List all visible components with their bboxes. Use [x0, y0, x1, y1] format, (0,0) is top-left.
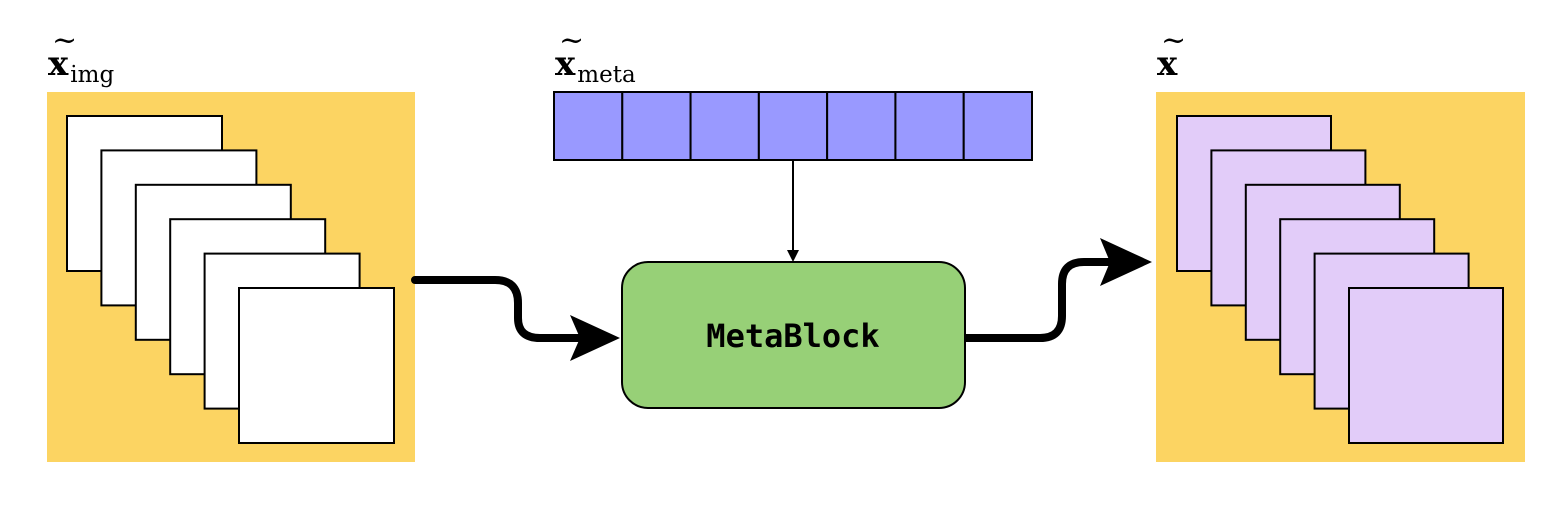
input-image-label: ximg: [48, 44, 114, 88]
output-label: x: [1157, 44, 1178, 84]
input-meta-group: xmeta ~: [553, 23, 1034, 161]
meta-cell-7: [962, 91, 1034, 161]
block-to-output-connector: [961, 258, 1116, 342]
metablock-box: [621, 261, 966, 409]
output-feature-map-6: [1348, 287, 1504, 444]
meta-cell-2: [621, 91, 692, 161]
input-meta-tilde: ~: [559, 23, 584, 58]
metablock: MetaBlock: [621, 261, 966, 409]
output-group: x ~: [1156, 23, 1525, 462]
input-meta-label: xmeta: [555, 44, 636, 88]
meta-cell-4: [757, 91, 829, 161]
input-to-block-connector: [411, 276, 586, 342]
input-image-tilde: ~: [52, 23, 77, 58]
meta-cell-6: [894, 91, 965, 161]
meta-vector: [553, 91, 1034, 161]
meta-cell-3: [689, 91, 760, 161]
input-feature-map-6: [238, 287, 395, 444]
input-feature-maps: [66, 115, 395, 444]
output-feature-maps: [1176, 115, 1504, 444]
block-to-output-arrowhead: [1100, 238, 1152, 286]
output-tilde: ~: [1161, 23, 1186, 58]
input-image-group: ximg ~: [47, 23, 415, 462]
metablock-label: MetaBlock: [706, 317, 879, 355]
input-to-block-arrowhead: [570, 315, 620, 361]
meta-cell-1: [553, 91, 624, 161]
meta-cell-5: [826, 91, 897, 161]
